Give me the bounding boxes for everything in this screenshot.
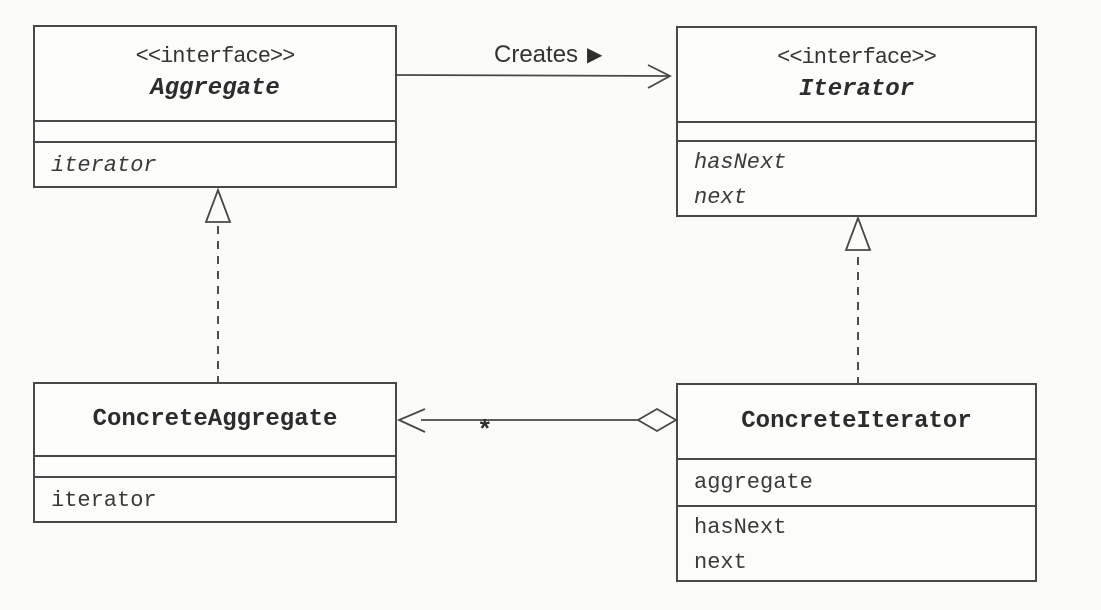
class-name: ConcreteAggregate — [92, 405, 338, 433]
class-name: Iterator — [798, 76, 915, 104]
method-item: iterator — [51, 153, 157, 178]
method-item: next — [694, 185, 747, 210]
method-item: next — [694, 550, 747, 575]
stereotype-label: <<interface>> — [777, 45, 937, 71]
multiplicity-label: * — [477, 416, 493, 446]
stereotype-label: <<interface>> — [135, 44, 296, 70]
attributes-compartment: aggregate — [678, 457, 1035, 505]
class-name-compartment: ConcreteAggregate — [35, 384, 395, 455]
method-item: iterator — [51, 488, 157, 513]
class-name-compartment: ConcreteIterator — [678, 385, 1035, 458]
class-name-compartment: <<interface>> Iterator — [678, 28, 1035, 121]
direction-triangle-icon: ▶ — [587, 44, 603, 66]
methods-compartment: iterator — [35, 476, 395, 521]
creates-label-text: Creates — [494, 41, 579, 68]
attribute-item: aggregate — [694, 469, 813, 495]
attributes-compartment — [35, 119, 395, 141]
class-box-concrete-aggregate: ConcreteAggregate iterator — [33, 382, 397, 523]
methods-compartment: iterator — [35, 141, 395, 186]
creates-association-label: Creates ▶ — [494, 41, 602, 69]
aggregation-open-arrowhead-icon — [396, 408, 426, 433]
realization-triangle-icon-left — [204, 187, 232, 223]
attributes-compartment — [35, 454, 395, 476]
class-name: Aggregate — [150, 75, 280, 103]
realization-triangle-icon-right — [844, 215, 872, 251]
creates-open-arrowhead-icon — [647, 64, 672, 89]
methods-compartment: hasNext next — [678, 505, 1035, 580]
class-name-compartment: <<interface>> Aggregate — [35, 27, 395, 120]
attributes-compartment — [678, 120, 1035, 140]
method-item: hasNext — [694, 150, 787, 175]
creates-association-line — [396, 74, 671, 77]
class-box-concrete-iterator: ConcreteIterator aggregate hasNext next — [676, 383, 1037, 582]
class-name: ConcreteIterator — [741, 407, 972, 435]
methods-compartment: hasNext next — [678, 140, 1035, 215]
aggregation-diamond-icon — [636, 407, 678, 433]
class-box-aggregate: <<interface>> Aggregate iterator — [33, 25, 397, 188]
class-box-iterator: <<interface>> Iterator hasNext next — [676, 26, 1037, 217]
method-item: hasNext — [694, 515, 787, 540]
